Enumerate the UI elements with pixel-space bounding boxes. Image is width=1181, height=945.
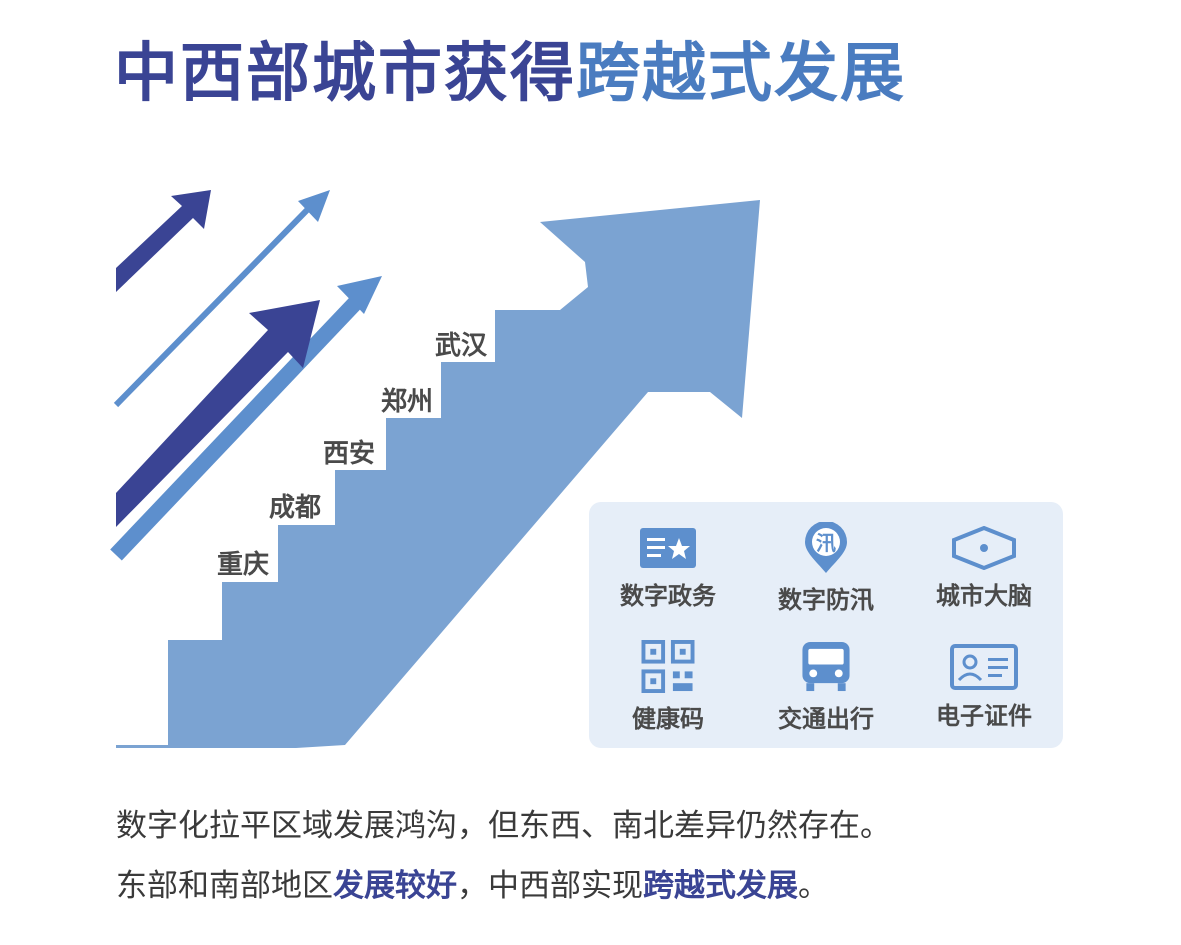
- service-label: 电子证件: [936, 702, 1032, 730]
- caption-text: ，中西部实现: [457, 868, 643, 904]
- flood-pin-icon-text: 汛: [816, 531, 836, 555]
- service-label: 数字政务: [620, 582, 716, 610]
- service-item: 健康码: [589, 624, 747, 734]
- caption-line-1: 数字化拉平区域发展鸿沟，但东西、南北差异仍然存在。: [116, 808, 891, 844]
- service-item: 城市大脑: [905, 510, 1063, 620]
- service-label: 健康码: [632, 705, 704, 733]
- service-item: 汛 数字防汛: [747, 506, 905, 616]
- city-label: 西安: [323, 439, 376, 469]
- caption-line-2: 东部和南部地区发展较好，中西部实现跨越式发展。: [116, 871, 829, 902]
- city-label: 重庆: [217, 550, 270, 580]
- page-title: 中西部城市获得跨越式发展: [114, 42, 906, 106]
- caption-highlight: 发展较好: [333, 868, 457, 904]
- title-part-1: 中西部城市获得: [114, 37, 576, 111]
- city-brain-icon: [952, 526, 1016, 570]
- service-item: 数字政务: [589, 510, 747, 620]
- city-label: 成都: [269, 493, 322, 523]
- service-label: 城市大脑: [936, 582, 1032, 610]
- service-label: 数字防汛: [778, 586, 874, 614]
- caption-text: 东部和南部地区: [116, 868, 333, 904]
- light-arrow-thin-top: [113, 190, 330, 408]
- caption-text: 。: [798, 868, 829, 904]
- bus-icon: [802, 641, 850, 692]
- id-card-icon: [950, 644, 1018, 690]
- dark-arrow-bottom: [116, 300, 320, 527]
- city-label: 郑州: [381, 387, 434, 417]
- staircase-arrow: [116, 200, 760, 748]
- caption-highlight: 跨越式发展: [643, 868, 798, 904]
- service-item: 交通出行: [747, 624, 905, 734]
- light-arrow-thin-middle: [110, 276, 382, 561]
- digital-services-panel: 数字政务 汛 数字防汛 城市大脑 健康码: [589, 502, 1063, 748]
- service-label: 交通出行: [778, 705, 874, 733]
- flood-pin-icon: 汛: [805, 522, 847, 573]
- qr-code-icon: [641, 640, 695, 693]
- city-label: 武汉: [435, 331, 488, 361]
- service-item: 电子证件: [905, 628, 1063, 738]
- dark-arrow-top: [116, 190, 211, 292]
- government-card-icon: [640, 528, 696, 568]
- title-part-2: 跨越式发展: [576, 37, 906, 111]
